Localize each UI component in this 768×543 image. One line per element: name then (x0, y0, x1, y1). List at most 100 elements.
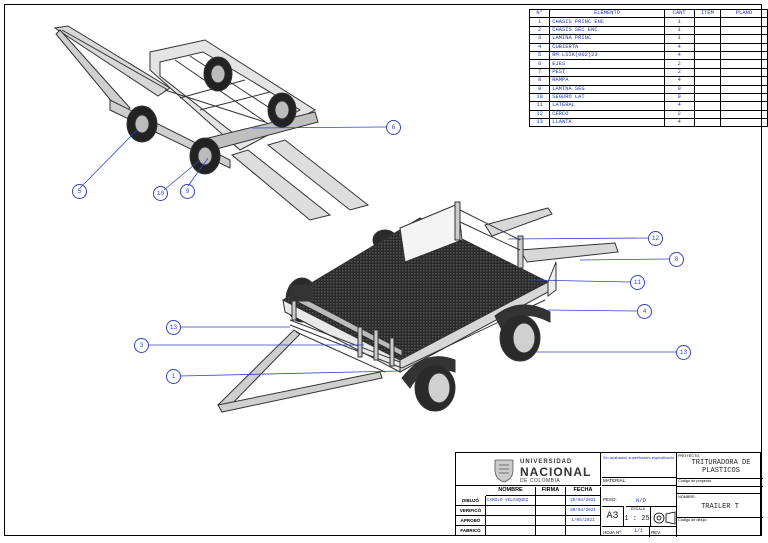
aprobo-firma (536, 516, 566, 526)
scale-value: 1 : 25 (624, 515, 650, 523)
bom-cell-plano (720, 92, 768, 103)
balloon-4: 4 (637, 304, 652, 319)
balloon-13-left: 13 (166, 320, 181, 335)
title-block: UNIVERSIDAD NACIONAL DE COLOMBIA Sin aca… (455, 452, 763, 537)
bom-cell-item (693, 25, 722, 36)
scale-label: ESCALA (626, 506, 650, 512)
bom-cell-elemento: RM LSIK(002)23 (549, 50, 665, 61)
university-logo: UNIVERSIDAD NACIONAL DE COLOMBIA (456, 453, 601, 486)
projection-symbol (650, 506, 676, 526)
signature-grid: NOMBRE FIRMA FECHA DIBUJÓ CAMILO VELASQU… (456, 486, 601, 537)
bom-cell-plano (720, 109, 768, 120)
bom-cell-item (693, 34, 722, 44)
bom-cell-plano (720, 50, 768, 61)
balloon-10: 10 (153, 186, 168, 201)
bom-cell-item (693, 101, 722, 111)
verifico-fecha: 30/04/2021 (566, 506, 601, 516)
col-firma: FIRMA (536, 487, 566, 496)
top-view-leaders (79, 126, 387, 191)
notes: Sin acabados superficiales especificado (603, 455, 674, 460)
bom-header-row: N° ELEMENTO CANT ITEM PLANO (528, 8, 768, 19)
university-line3: DE COLOMBIA (520, 478, 561, 484)
fabrico-firma (536, 526, 566, 536)
bom-cell-n: 1 (528, 17, 551, 27)
balloon-8: 8 (669, 252, 684, 267)
bom-cell-elemento: LAMINA SEG (549, 84, 665, 94)
bom-cell-elemento: EJES (549, 59, 665, 69)
dibujo-firma (536, 496, 566, 506)
bom-cell-n: 8 (528, 76, 551, 86)
hoja-value: 1/1 (634, 528, 644, 534)
bom-cell-plano (720, 59, 768, 69)
material-label: MATERIAL: (602, 477, 676, 486)
proyecto-label: PROYECTO: (678, 454, 701, 458)
university-line1: UNIVERSIDAD (520, 459, 573, 465)
bom-cell-item (693, 84, 722, 94)
project-divider (676, 493, 762, 494)
dibujo-name: CAMILO VELASQUEZ (486, 496, 536, 506)
bom-cell-n: 12 (528, 109, 551, 120)
balloon-5: 5 (72, 184, 87, 199)
bom-cell-plano (720, 17, 768, 27)
shield-icon (494, 459, 514, 483)
bom-cell-elemento: CERCO (549, 109, 665, 120)
drawing-sheet (4, 4, 762, 536)
balloon-1: 1 (166, 369, 181, 384)
bom-cell-item (693, 109, 722, 120)
bom-cell-plano (720, 42, 768, 52)
row-fabrico: FABRICÓ (456, 526, 486, 536)
rev-label: REV. (650, 526, 676, 537)
bom-cell-n: 10 (528, 92, 551, 103)
bom-cell-cant: 2 (663, 59, 695, 69)
bom-cell-cant: 1 (663, 25, 695, 36)
bom-col-elemento: ELEMENTO (549, 8, 665, 19)
bom-cell-elemento: LATERAL (549, 101, 665, 111)
balloon-13-right: 13 (676, 345, 691, 360)
bom-cell-elemento: PEST (549, 67, 665, 78)
row-aprobo: APROBÓ (456, 516, 486, 526)
dibujo-fecha: 29/04/2021 (566, 496, 601, 506)
bom-cell-cant: 4 (663, 101, 695, 111)
bom-cell-elemento: LAMINA PRINC (549, 34, 665, 44)
bom-cell-n: 5 (528, 50, 551, 61)
bom-cell-n: 6 (528, 59, 551, 69)
balloon-6: 6 (386, 120, 401, 135)
aprobo-fecha: 1/05/2021 (566, 516, 601, 526)
bom-cell-plano (720, 84, 768, 94)
bom-cell-cant: 4 (663, 76, 695, 86)
bom-cell-elemento: CHASIS SEC ENC (549, 25, 665, 36)
balloon-11: 11 (630, 275, 645, 290)
bom-cell-n: 2 (528, 25, 551, 36)
verifico-name (486, 506, 536, 516)
bom-cell-plano (720, 25, 768, 36)
bom-cell-elemento: SEGURO LAT (549, 92, 665, 103)
bom-cell-item (693, 59, 722, 69)
bom-col-cant: CANT (663, 8, 695, 19)
main-view-trailer (217, 201, 619, 413)
peso-label: PESO: (603, 497, 617, 502)
bom-cell-cant: 4 (663, 42, 695, 52)
proyecto-value: TRITURADORA DE PLASTICOS (691, 459, 751, 475)
row-verifico: VERIFICÓ (456, 506, 486, 516)
bom-cell-plano (720, 34, 768, 44)
verifico-firma (536, 506, 566, 516)
sheet-size: A3 (602, 506, 624, 526)
bom-cell-cant: 9 (663, 84, 695, 94)
hoja-label: HOJA Nº: (602, 526, 650, 537)
balloon-12: 12 (648, 231, 663, 246)
bom-cell-elemento: CHASIS PRINC ENC (549, 17, 665, 27)
col-nombre: NOMBRE (486, 487, 536, 496)
balloon-9: 9 (180, 184, 195, 199)
bom-cell-item (693, 92, 722, 103)
